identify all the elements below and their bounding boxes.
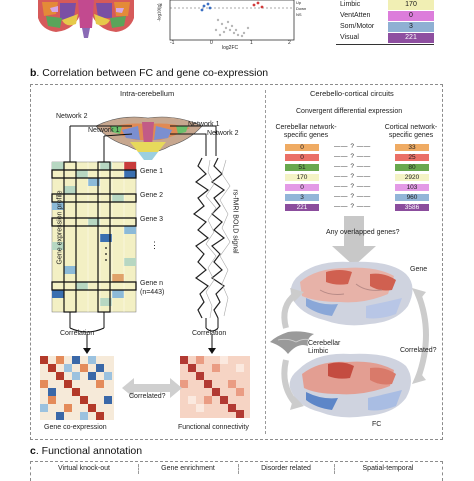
bold-signal-label: rs-fMRI BOLD signal — [231, 189, 239, 254]
panel-b-box — [30, 84, 443, 440]
convergent-table: 0 —— ? —— 33 0 —— ? —— 25 51 —— ? —— 80 … — [284, 143, 434, 213]
question-link-0: —— ? —— — [334, 143, 371, 150]
network-row-visual: Visual 221 — [336, 33, 434, 44]
svg-text:8: 8 — [160, 2, 163, 7]
panel-b-title: b. Correlation between FC and gene co-ex… — [30, 67, 268, 79]
panel-b-letter: b — [30, 67, 37, 79]
network-row-sommotor: Som/Motor 3 — [336, 22, 434, 33]
question-link-4: —— ? —— — [334, 183, 371, 190]
cerebello-cortical-header: Cerebello-cortical circuits — [310, 89, 394, 98]
gene-label-ellipsis: ⋮ — [150, 240, 159, 250]
question-link-3: —— ? —— — [334, 173, 371, 180]
volcano-ylabel: -log10(p) — [156, 3, 162, 22]
network-name: Som/Motor — [340, 23, 375, 30]
gene-label-3: Gene 3 — [140, 216, 163, 223]
cortical-genes-header: Cortical network-specific genes — [384, 124, 438, 139]
gene-label-1: Gene 1 — [140, 168, 163, 175]
network-1-label-right: Network 1 — [188, 121, 220, 128]
annotation-gene-enrichment: Gene enrichment — [161, 465, 215, 472]
question-link-1: —— ? —— — [334, 153, 371, 160]
gene-coexpression-label: Gene co-expression — [44, 424, 107, 431]
volcano-legend-2: NS — [296, 12, 302, 17]
functional-connectivity-label: Functional connectivity — [178, 424, 249, 431]
convergent-expression-header: Convergent differential expression — [296, 108, 403, 115]
network-count-cell: 0 — [388, 11, 434, 21]
gene-label-2: Gene 2 — [140, 192, 163, 199]
panel-b-title-text: . Correlation between FC and gene co-exp… — [36, 67, 269, 79]
volcano-tick-0: -1 — [170, 40, 175, 46]
cb-count-cell-3: 170 — [284, 173, 320, 182]
volcano-xlabel: log2FC — [222, 45, 239, 51]
network-name: VentAtten — [340, 12, 371, 19]
volcano-tick-1: 0 — [210, 40, 213, 46]
table-bottom-rule — [336, 44, 434, 45]
intra-cerebellum-header: Intra-cerebellum — [120, 89, 175, 98]
gene-count-label: (n=443) — [140, 289, 165, 296]
correlation-label-left: Correlation — [60, 330, 95, 337]
network-count-cell: 221 — [388, 33, 434, 43]
network-row-limbic: Limbic 170 — [336, 0, 434, 11]
network-row-ventatten: VentAtten 0 — [336, 11, 434, 22]
correlated-label-right: Correlated? — [400, 347, 437, 354]
network-name: Visual — [340, 34, 359, 41]
coexpression-matrix — [40, 356, 114, 420]
question-link-6: —— ? —— — [334, 203, 371, 210]
cx-count-cell-5: 960 — [394, 193, 430, 202]
network-count-cell: 170 — [388, 0, 434, 10]
panel-c-title-text: . Functional annotation — [35, 445, 143, 457]
gene-expression-profile-label: Gene expression profile — [56, 190, 64, 265]
network-name: Limbic — [340, 1, 361, 8]
fc-label: FC — [372, 421, 382, 428]
cx-count-cell-3: 2920 — [394, 173, 430, 182]
question-link-5: —— ? —— — [334, 193, 371, 200]
cerebellar-genes-header: Cerebellar network-specific genes — [275, 124, 337, 139]
volcano-legend-1: Down — [296, 6, 307, 11]
annotation-spatial-temporal: Spatial-temporal — [362, 465, 414, 472]
intra-cerebellum-diagram — [40, 116, 250, 420]
network-1-label-left: Network 1 — [88, 127, 120, 134]
volcano-tick-3: 2 — [288, 40, 291, 46]
panel-c-title: c. Functional annotation — [30, 445, 142, 457]
annotation-virtual-knockout: Virtual knock-out — [57, 465, 110, 472]
cx-count-cell-2: 80 — [394, 163, 430, 172]
gene-brain-label: Gene — [410, 266, 428, 273]
network-2-label-left: Network 2 — [56, 113, 88, 120]
cx-count-cell-0: 33 — [394, 143, 430, 152]
gene-expression-matrix — [51, 161, 137, 313]
question-link-2: —— ? —— — [334, 163, 371, 170]
annotation-divider-3 — [334, 464, 335, 474]
cerebello-cortical-diagram — [270, 216, 429, 418]
cx-count-cell-1: 25 — [394, 153, 430, 162]
panel-b-divider — [265, 90, 266, 434]
cerebellum-atlas-map — [38, 0, 134, 38]
annotation-divider-1 — [138, 464, 139, 474]
volcano-plot-area: 8 — [160, 0, 295, 41]
panel-c-box — [30, 461, 443, 481]
cb-count-cell-4: 0 — [284, 183, 320, 192]
cb-count-cell-6: 221 — [284, 203, 320, 212]
overlap-question: Any overlapped genes? — [326, 229, 400, 236]
volcano-plot: 8 -log10(p) -1 0 1 2 log2FC Up Down NS — [156, 0, 306, 51]
correlated-label-left: Correlated? — [129, 393, 166, 400]
gene-label-n: Gene n — [140, 280, 163, 287]
cx-count-cell-4: 103 — [394, 183, 430, 192]
annotation-disorder-related: Disorder related — [261, 465, 311, 472]
cb-count-cell-0: 0 — [284, 143, 320, 152]
volcano-tick-2: 1 — [250, 40, 253, 46]
cb-count-cell-2: 51 — [284, 163, 320, 172]
network-2-label-right: Network 2 — [207, 130, 239, 137]
panel-c-letter: c — [30, 445, 36, 457]
cx-count-cell-6: 3586 — [394, 203, 430, 212]
network-count-cell: 3 — [388, 22, 434, 32]
cerebellar-limbic-label: Cerebellar Limbic — [308, 340, 341, 355]
panel-a: 8 -log10(p) -1 0 1 2 log2FC Up Down NS L… — [0, 0, 474, 62]
bold-signal-traces — [192, 157, 231, 319]
volcano-legend-0: Up — [296, 0, 302, 5]
annotation-divider-2 — [238, 464, 239, 474]
cb-count-cell-1: 0 — [284, 153, 320, 162]
cb-count-cell-5: 3 — [284, 193, 320, 202]
network-count-table: Limbic 170 VentAtten 0 Som/Motor 3 Visua… — [336, 0, 434, 45]
correlation-label-right: Correlation — [192, 330, 227, 337]
functional-connectivity-matrix — [180, 356, 250, 418]
